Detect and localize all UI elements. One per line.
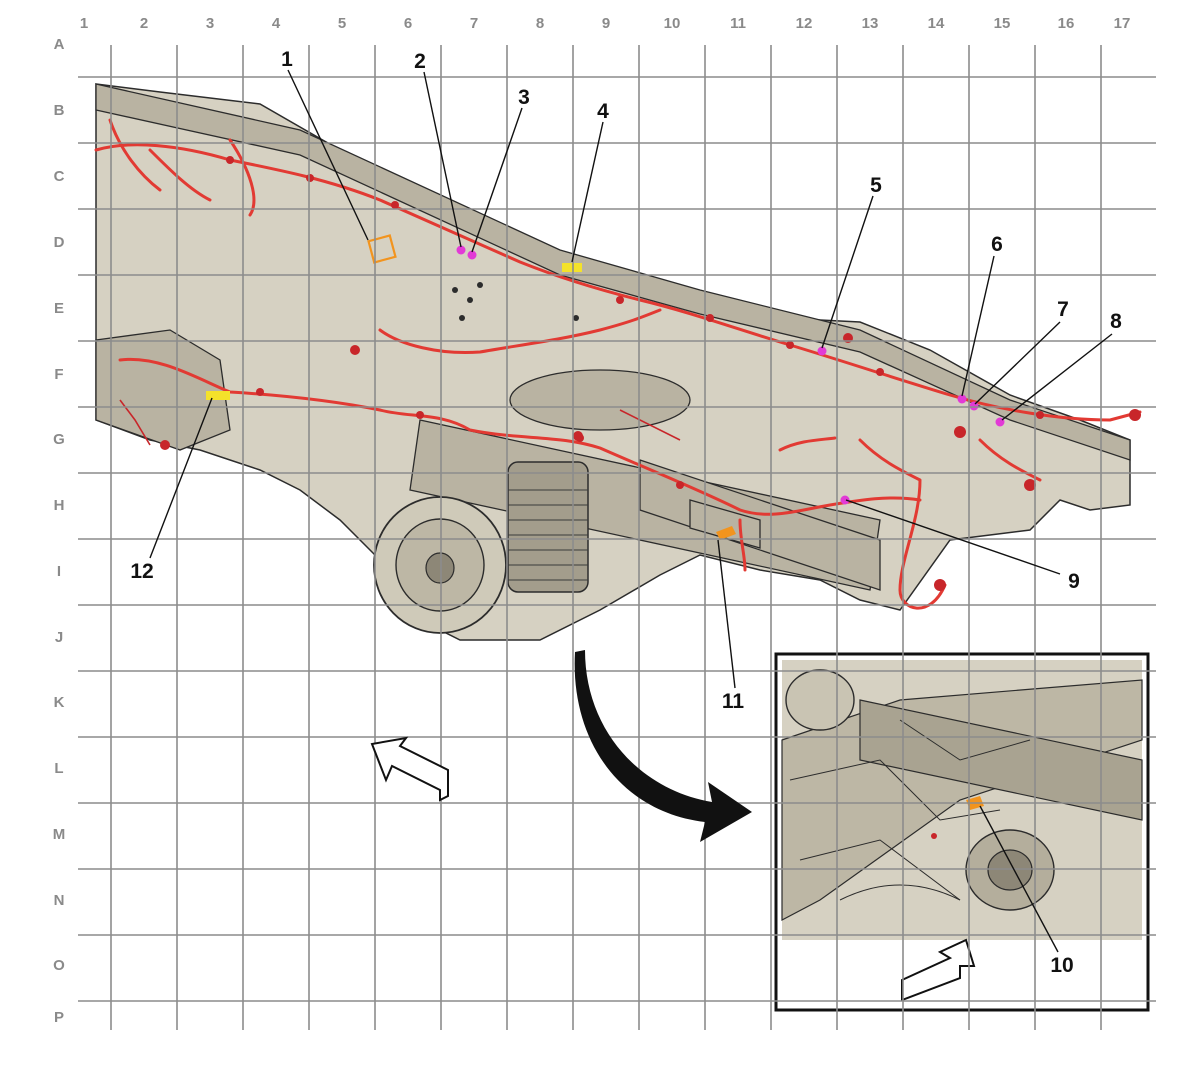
grid-row-label: C: [54, 168, 65, 185]
grid-col-label: 6: [404, 15, 412, 32]
grid-row-label: B: [54, 102, 65, 119]
inset-hub: [785, 669, 855, 731]
grid-col-label: 3: [206, 15, 214, 32]
inset-clip: [931, 833, 937, 839]
callout-6: 6: [991, 233, 1003, 256]
inset-pointer-arrow-icon: [574, 650, 752, 842]
connector-3-magenta: [467, 250, 477, 260]
grid-row-labels: A B C D E F G H I J K L M N O P: [53, 36, 66, 1026]
callout-2: 2: [414, 50, 426, 73]
connector-2-magenta: [456, 245, 466, 255]
grid-col-label: 12: [796, 15, 813, 32]
grid-row-label: D: [54, 234, 65, 251]
grid-column-labels: 1 2 3 4 5 6 7 8 9 10 11 12 13 14 15 16 1…: [80, 15, 1131, 32]
callout-3: 3: [518, 86, 530, 109]
grid-col-label: 4: [272, 15, 281, 32]
grid-col-label: 1: [80, 15, 88, 32]
harness-main-run: [94, 143, 1142, 422]
grid-col-label: 15: [994, 15, 1011, 32]
callout-labels: 1 2 3 4 5 6 7 8 9 10 11 12: [130, 48, 1122, 977]
inset-spring-center: [987, 849, 1033, 891]
hub-center: [425, 552, 455, 584]
grid-row-label: K: [54, 694, 65, 711]
forward-arrow-icon-inset: [901, 938, 976, 1002]
grid-col-label: 7: [470, 15, 478, 32]
air-spring: [507, 461, 589, 593]
frame-body: [95, 83, 1131, 641]
callout-10: 10: [1050, 954, 1073, 977]
grid-row-label: L: [54, 760, 63, 777]
harness-branch-rear: [738, 436, 837, 572]
reference-grid: [78, 45, 1156, 1030]
grid-col-label: 16: [1058, 15, 1075, 32]
grid-row-label: H: [54, 497, 65, 514]
grid-col-label: 8: [536, 15, 544, 32]
callout-4: 4: [597, 100, 609, 123]
callout-7: 7: [1057, 298, 1069, 321]
callout-leaders: [149, 69, 1113, 953]
grid-col-label: 2: [140, 15, 148, 32]
frame-holes: [452, 282, 579, 321]
grid-col-label: 14: [928, 15, 945, 32]
grid-row-label: F: [54, 366, 63, 383]
chassis-illustration: [95, 83, 1131, 641]
component-tank: [509, 369, 691, 431]
harness-branch-center: [378, 308, 662, 355]
grid-col-label: 13: [862, 15, 879, 32]
inset-lines: [789, 719, 1031, 901]
grid-row-label: A: [54, 36, 65, 53]
forward-arrow-icon: [370, 736, 449, 802]
connector-4-yellow: [562, 263, 582, 272]
callout-12: 12: [130, 560, 153, 583]
grid-col-label: 9: [602, 15, 610, 32]
grid-row-label: G: [53, 431, 65, 448]
grid-row-label: E: [54, 300, 64, 317]
grid-row-label: O: [53, 957, 65, 974]
grid-col-label: 17: [1114, 15, 1131, 32]
grid-row-label: P: [54, 1009, 64, 1026]
connector-6-magenta: [957, 394, 967, 404]
connector-12-yellow: [206, 391, 230, 400]
connector-5-magenta: [817, 346, 827, 356]
grid-col-label: 5: [338, 15, 346, 32]
callout-9: 9: [1068, 570, 1080, 593]
callout-1: 1: [281, 48, 293, 71]
callout-8: 8: [1110, 310, 1122, 333]
harness-branch-left: [108, 118, 256, 217]
grid-col-label: 10: [664, 15, 681, 32]
connector-1-orange: [367, 234, 397, 264]
inset-crossmember: [859, 699, 1143, 821]
grid-row-label: N: [54, 892, 65, 909]
connector-9-magenta: [840, 495, 850, 505]
connectors: [206, 234, 1005, 540]
grid-row-label: J: [55, 629, 63, 646]
harness-lower-run: [118, 357, 922, 516]
grid-row-label: I: [57, 563, 61, 580]
inset-detail-view: [774, 652, 1150, 1012]
wiring-harness: [94, 118, 1142, 610]
connector-11-orange: [716, 526, 736, 540]
frame-rail-left: [95, 83, 1131, 461]
grid-row-label: M: [53, 826, 66, 843]
harness-clips: [160, 156, 1141, 591]
callout-5: 5: [870, 174, 882, 197]
air-spring-ribs: [508, 489, 588, 581]
callout-11: 11: [722, 690, 745, 713]
grid-col-label: 11: [730, 15, 746, 32]
